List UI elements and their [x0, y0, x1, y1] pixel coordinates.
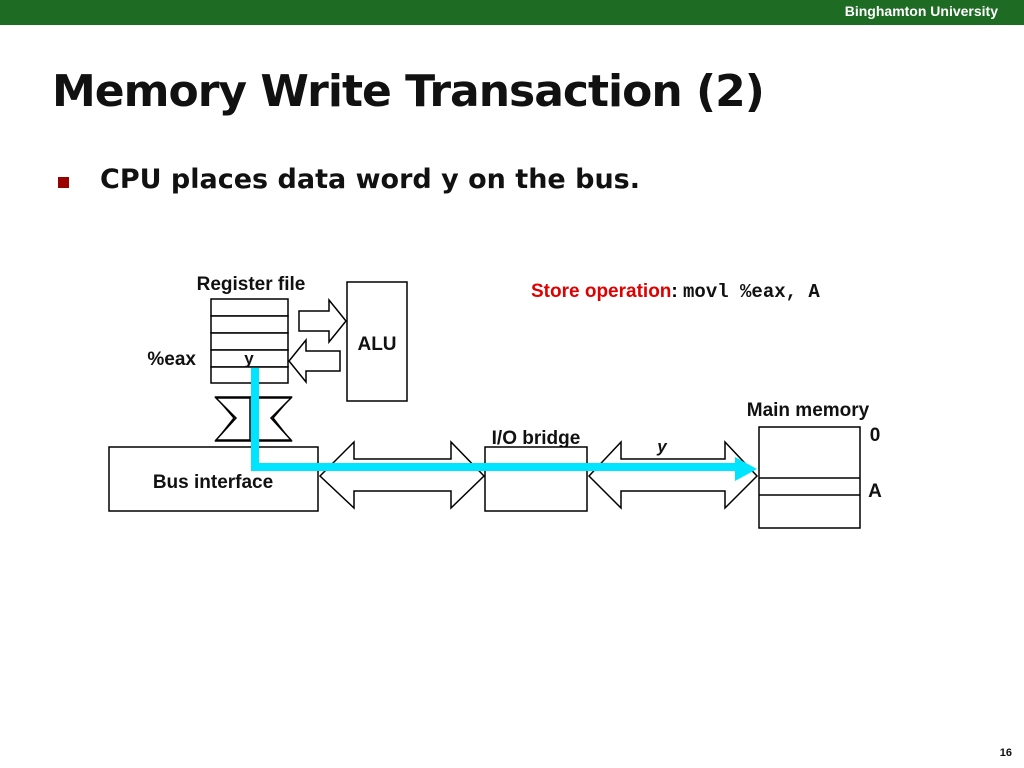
- io-bridge-box: [484, 446, 588, 512]
- store-operation: Store operation: movl %eax, A: [531, 281, 820, 303]
- store-operation-colon: :: [671, 281, 678, 302]
- eax-label: %eax: [147, 349, 196, 370]
- store-operation-label: Store operation: [531, 281, 672, 302]
- bus-interface-box: [108, 446, 319, 512]
- bus-interface-label: Bus interface: [153, 472, 273, 493]
- address-a-label: A: [868, 481, 882, 502]
- store-operation-code: movl %eax, A: [683, 281, 820, 303]
- register-bus-arrow-left-shape: [214, 397, 251, 441]
- slide-number: 16: [999, 747, 1012, 759]
- register-file-label: Register file: [197, 274, 306, 295]
- main-memory: [758, 426, 861, 529]
- university-name: Binghamton University: [844, 3, 998, 19]
- io-bridge-label: I/O bridge: [492, 428, 581, 449]
- data-path-highlight: [251, 368, 757, 481]
- alu-box: [346, 281, 408, 402]
- address-zero-label: 0: [870, 425, 881, 446]
- register-file: [210, 298, 289, 384]
- bus-data-y: y: [656, 437, 668, 456]
- header-bar: Binghamton University: [0, 0, 1024, 25]
- bullet-text: CPU places data word y on the bus.: [100, 164, 641, 195]
- slide-title: Memory Write Transaction (2): [52, 66, 765, 117]
- system-bus-arrow: [318, 440, 486, 510]
- bullet-square-icon: [58, 177, 69, 188]
- memory-bus-arrow: [587, 440, 759, 510]
- register-to-alu-arrow: [298, 297, 347, 345]
- main-memory-label: Main memory: [747, 400, 870, 421]
- alu-to-register-arrow: [288, 337, 341, 385]
- alu-label: ALU: [357, 334, 396, 355]
- register-value-y: y: [244, 349, 254, 368]
